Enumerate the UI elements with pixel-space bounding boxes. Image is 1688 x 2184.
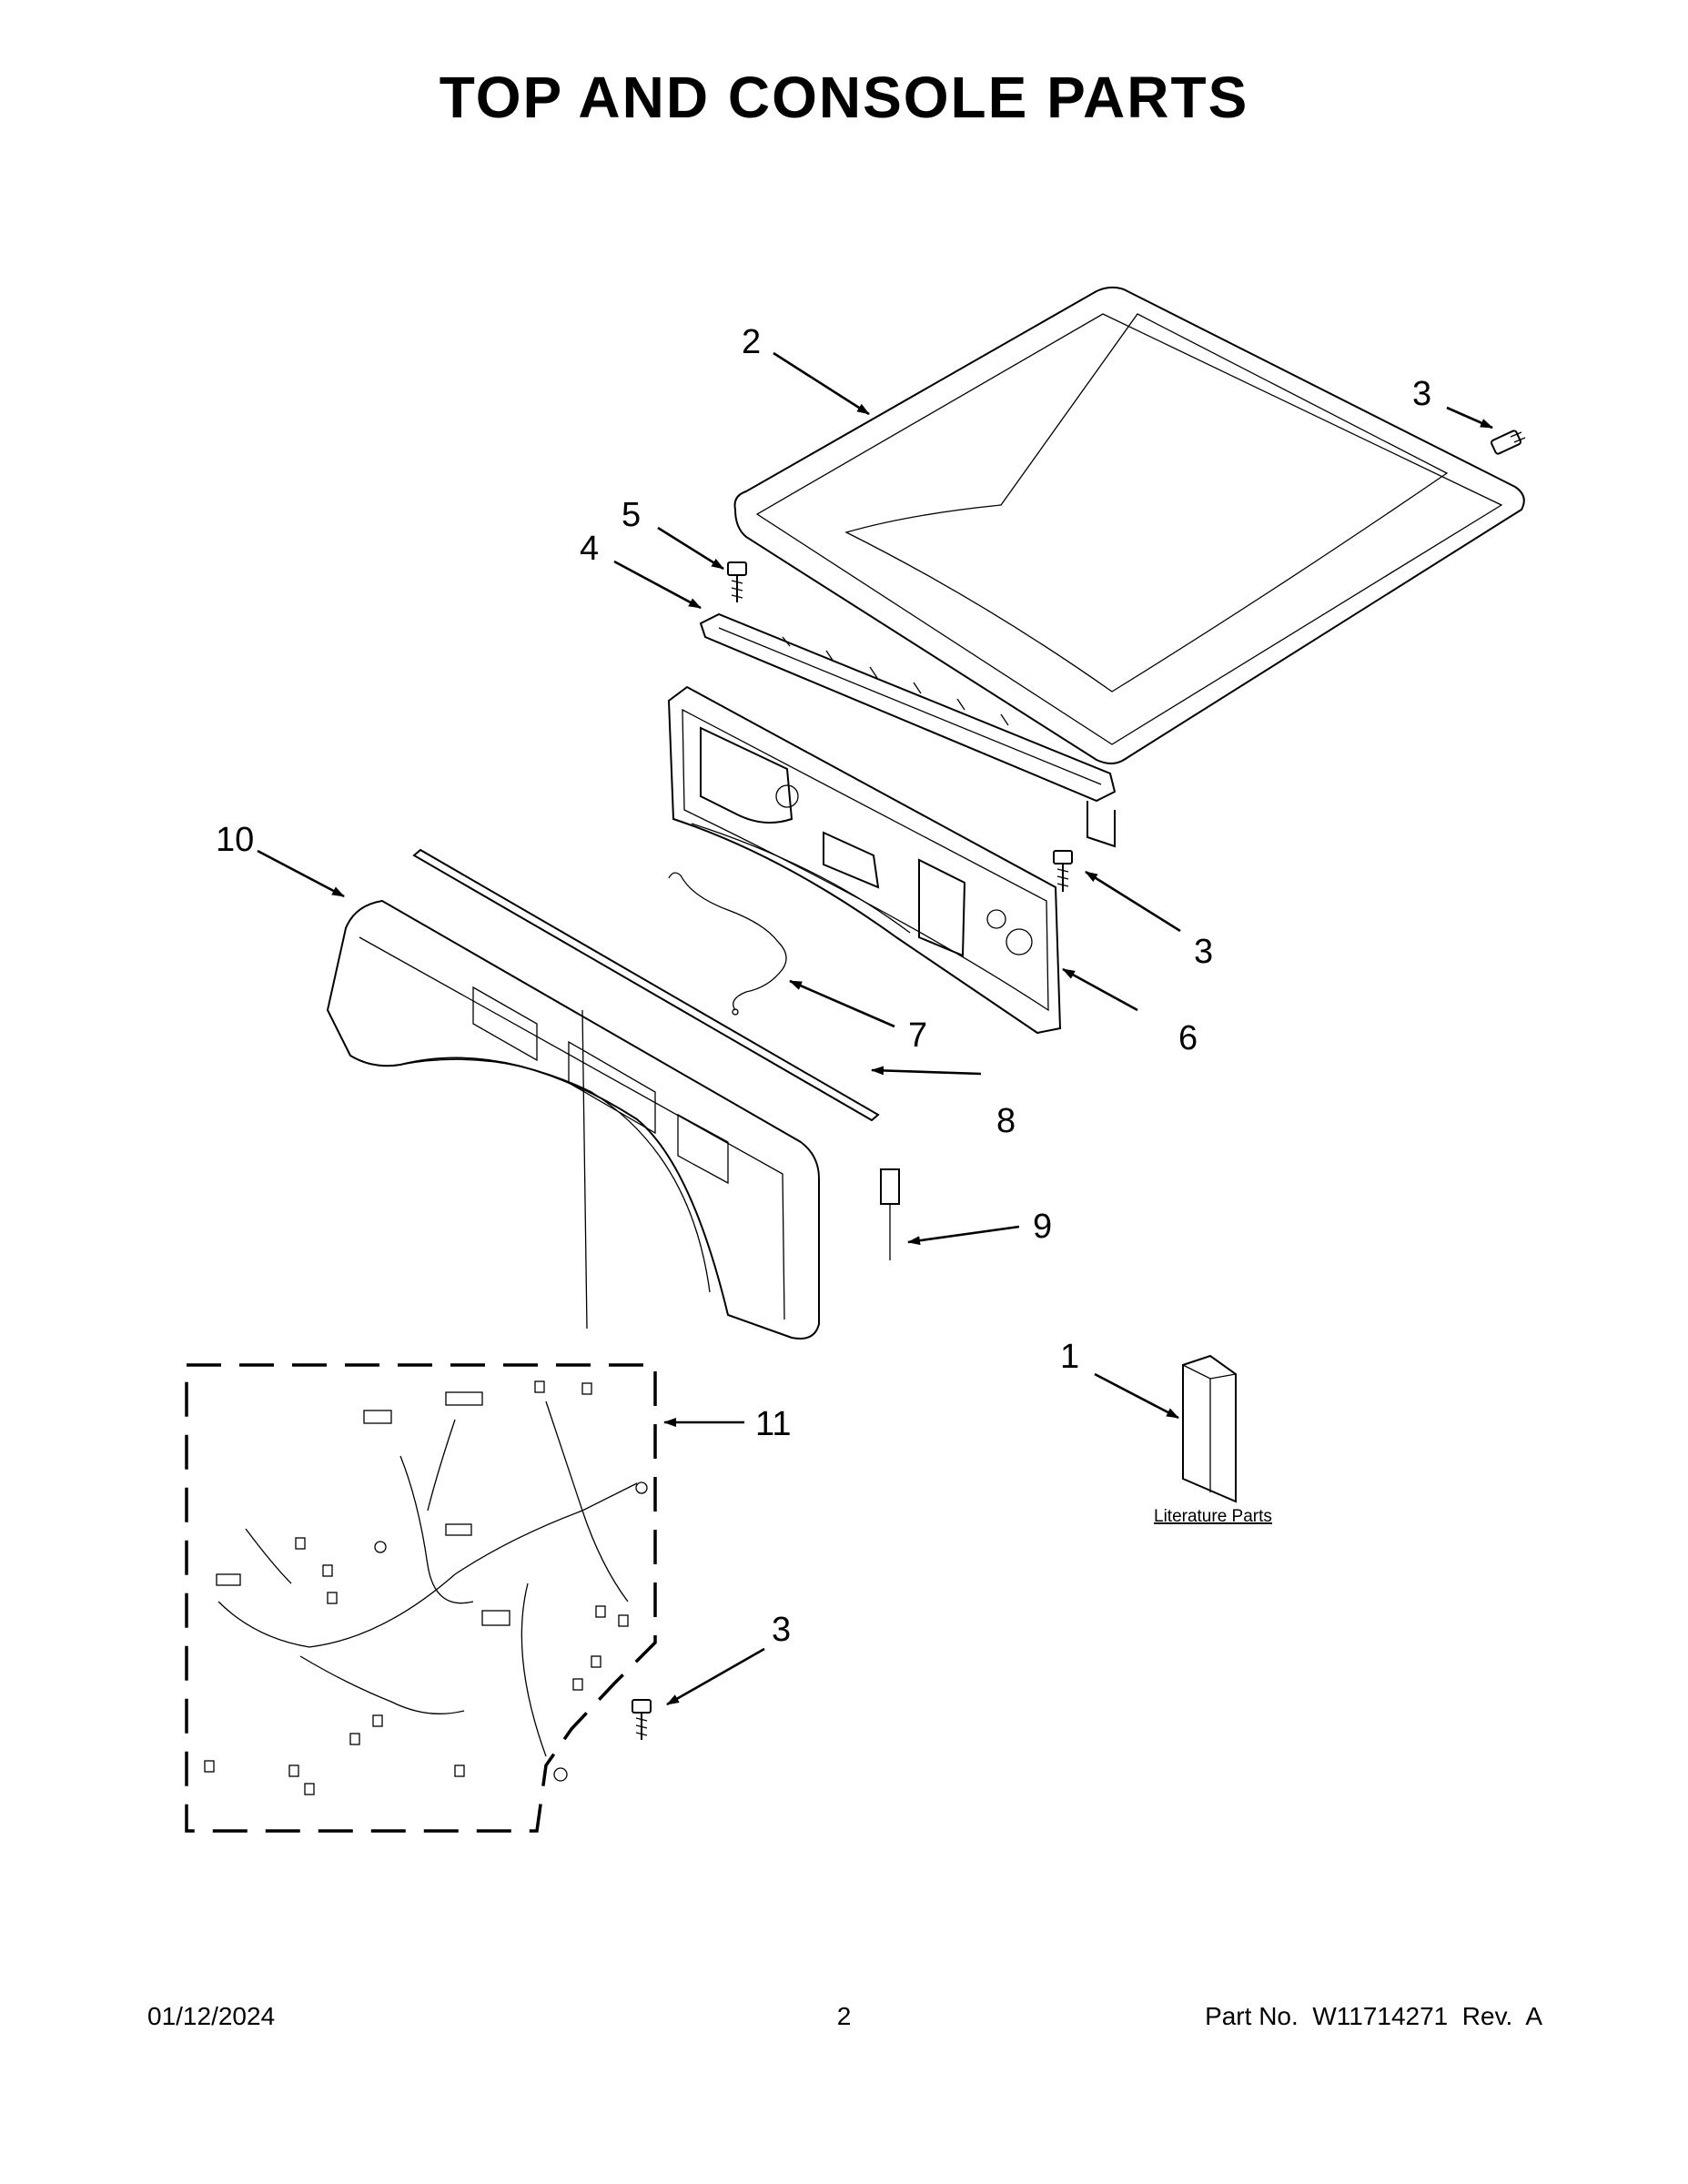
callout-3-top: 3	[1412, 375, 1431, 413]
footer-page-number: 2	[836, 2002, 852, 2030]
trim-strip-part	[412, 848, 880, 1122]
callout-11: 11	[755, 1405, 791, 1443]
callout-2: 2	[742, 323, 761, 361]
console-panel-part	[326, 899, 820, 1340]
arrow-1	[1094, 1372, 1179, 1420]
wire-part	[668, 872, 787, 1016]
footer-date: 01/12/2024	[147, 2002, 276, 2030]
callout-9: 9	[1033, 1208, 1052, 1246]
arrow-3-harness	[666, 1647, 765, 1706]
console-frame-part	[667, 685, 1062, 1035]
screw-bracket-part	[727, 561, 747, 602]
literature-book-part	[1182, 1354, 1237, 1503]
arrow-7	[789, 979, 895, 1028]
screw-harness-part	[632, 1699, 652, 1740]
callout-1: 1	[1060, 1338, 1079, 1376]
arrow-3-top	[1446, 406, 1493, 430]
arrow-6	[1062, 967, 1138, 1012]
page-title: TOP AND CONSOLE PARTS	[439, 65, 1249, 130]
callout-8: 8	[996, 1102, 1016, 1140]
console-bracket-part	[699, 612, 1117, 848]
top-panel-part	[733, 286, 1525, 764]
arrow-9	[907, 1225, 1020, 1246]
wire-harness-part	[185, 1363, 657, 1833]
arrow-8	[871, 1066, 982, 1076]
callout-arrows	[257, 351, 1493, 1706]
callout-3-harness: 3	[772, 1611, 791, 1649]
sensor-part	[880, 1168, 900, 1260]
callout-labels: 2 3 5 4 10 3 7 6 8 9 1 11 3 Literature P…	[216, 323, 1431, 1649]
footer-part-number: Part No. W11714271 Rev. A	[1205, 2002, 1542, 2030]
callout-5: 5	[622, 496, 641, 534]
callout-6: 6	[1178, 1019, 1198, 1057]
literature-parts-label: Literature Parts	[1154, 1507, 1272, 1526]
screw-top-right-part	[1491, 430, 1526, 455]
arrow-5	[657, 526, 724, 571]
callout-10: 10	[216, 821, 254, 859]
screw-console-part	[1053, 850, 1073, 892]
callout-4: 4	[580, 530, 599, 568]
callout-3-console: 3	[1194, 933, 1213, 971]
arrow-4	[613, 560, 702, 610]
arrow-3-console	[1085, 870, 1181, 933]
callout-7: 7	[908, 1016, 927, 1055]
arrow-2	[773, 351, 870, 416]
arrow-10	[257, 849, 345, 898]
